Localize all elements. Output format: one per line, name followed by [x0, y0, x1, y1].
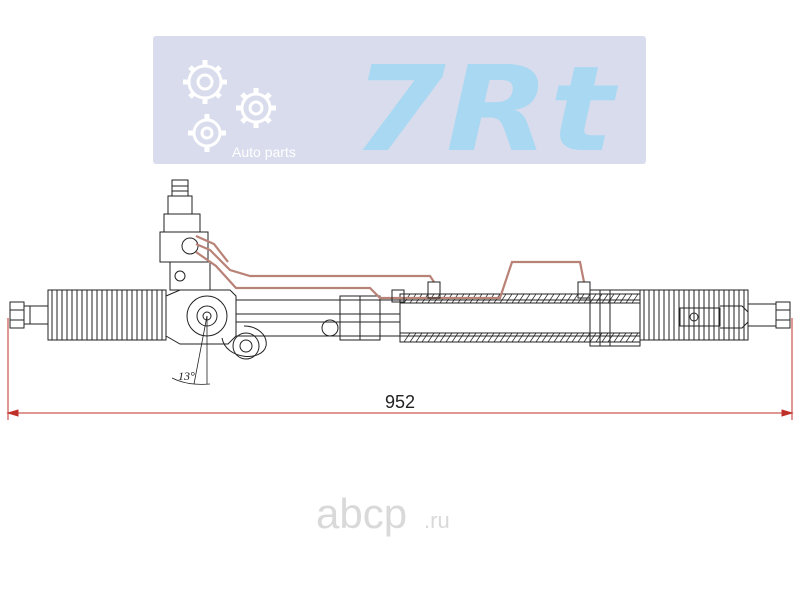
logo-panel	[153, 36, 646, 164]
rack-assembly	[9, 179, 791, 360]
hydraulic-lines	[195, 234, 586, 300]
left-bellows-boot	[47, 289, 167, 341]
rack-tube	[236, 295, 640, 341]
right-bellows-boot	[639, 289, 749, 341]
brand-logo: Auto parts 7Rt	[153, 36, 646, 178]
pinion-input-shaft	[159, 179, 211, 291]
dimension-value: 952	[385, 392, 415, 412]
angle-label: 13°	[178, 369, 195, 383]
right-tie-rod-end	[747, 301, 791, 329]
gears-icon	[183, 60, 276, 152]
abcp-watermark: abcp .ru	[316, 490, 450, 537]
logo-tagline: Auto parts	[232, 144, 296, 160]
left-tie-rod-end	[9, 301, 49, 329]
overall-dimension	[6, 318, 794, 420]
angle-annotation: 13°	[171, 315, 211, 385]
watermark-suffix: .ru	[424, 508, 450, 533]
logo-brand: 7Rt	[352, 40, 619, 178]
watermark-brand: abcp	[316, 490, 407, 537]
line-fittings	[391, 281, 591, 303]
